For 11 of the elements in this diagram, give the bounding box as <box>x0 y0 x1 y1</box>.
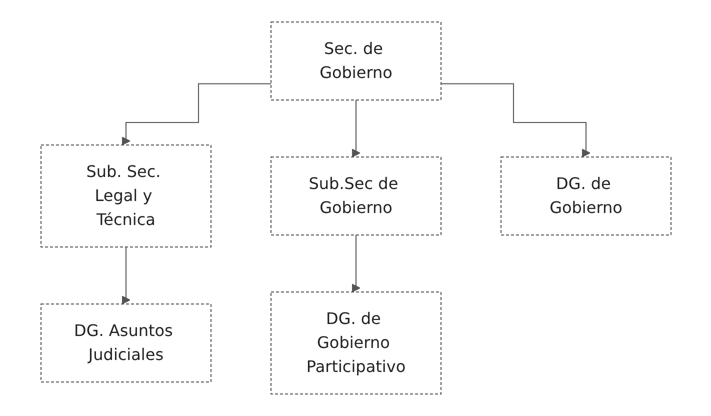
arrow <box>351 234 360 292</box>
arrow <box>440 83 590 158</box>
arrow <box>121 83 271 146</box>
node-box: DG. de Gobierno Participativo <box>270 292 441 394</box>
node-box: DG. de Gobierno <box>500 156 671 236</box>
node-box: Sub.Sec de Gobierno <box>270 156 441 236</box>
node-box: DG. Asuntos Judiciales <box>40 304 211 382</box>
node-box: Sec. de Gobierno <box>270 22 441 100</box>
arrow <box>351 100 360 158</box>
node-box: Sub. Sec. Legal y Técnica <box>40 144 211 248</box>
arrow <box>121 246 130 304</box>
